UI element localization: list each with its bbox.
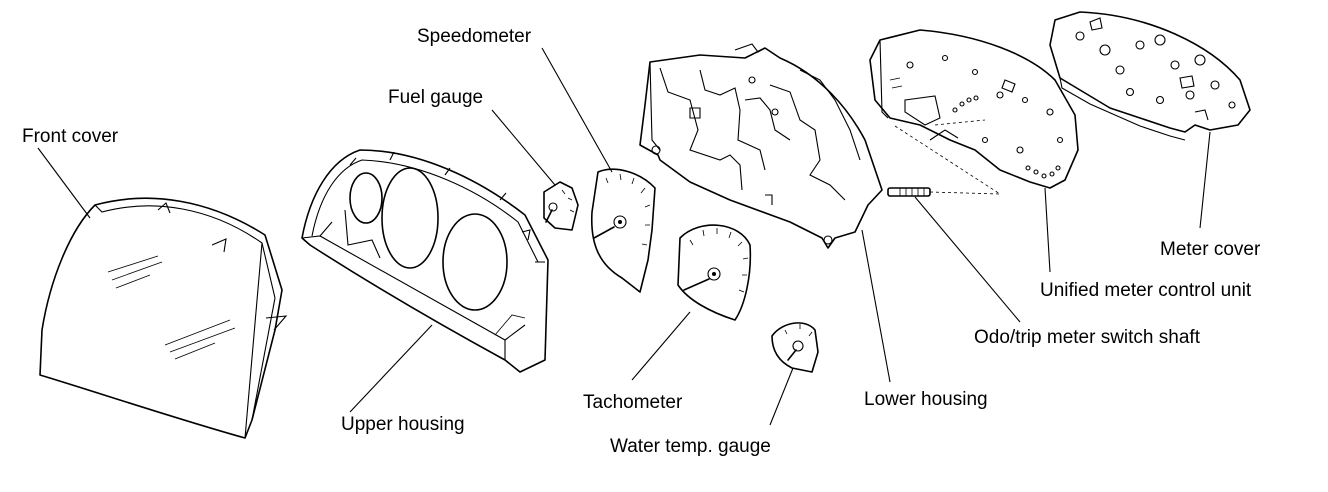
lower-housing-part [639, 43, 883, 249]
label-water-temp-gauge: Water temp. gauge [610, 436, 771, 457]
leader-fuel-gauge [491, 109, 556, 186]
fuel-gauge-part [543, 181, 579, 231]
label-meter-cover: Meter cover [1160, 239, 1261, 260]
leader-water-temp [769, 367, 794, 426]
meter-cover-part [1049, 11, 1251, 141]
leader-lines [37, 47, 1211, 426]
leader-control-unit [1044, 187, 1051, 273]
label-speedometer: Speedometer [417, 26, 532, 47]
odo-trip-shaft-part [887, 119, 1001, 197]
label-lower-housing: Lower housing [864, 389, 988, 410]
leader-lower-housing [861, 229, 891, 383]
front-cover-part [39, 197, 288, 439]
leader-meter-cover [1199, 131, 1211, 229]
leader-upper-housing [349, 324, 433, 413]
label-upper-housing: Upper housing [341, 414, 465, 435]
control-unit-part [869, 29, 1079, 189]
label-unified-meter-control-unit: Unified meter control unit [1040, 280, 1252, 301]
tachometer-part [677, 224, 752, 321]
label-front-cover: Front cover [22, 126, 119, 147]
leader-odo-trip-shaft [914, 196, 1021, 323]
leader-front-cover [37, 147, 91, 219]
leader-speedometer [541, 47, 613, 173]
label-fuel-gauge: Fuel gauge [388, 87, 483, 108]
upper-housing-part [301, 149, 549, 373]
water-temp-gauge-part [771, 322, 819, 373]
label-tachometer: Tachometer [583, 392, 683, 413]
leader-tachometer [631, 311, 691, 381]
label-odo-trip-meter-switch-shaft: Odo/trip meter switch shaft [974, 327, 1201, 348]
speedometer-part [590, 168, 656, 293]
